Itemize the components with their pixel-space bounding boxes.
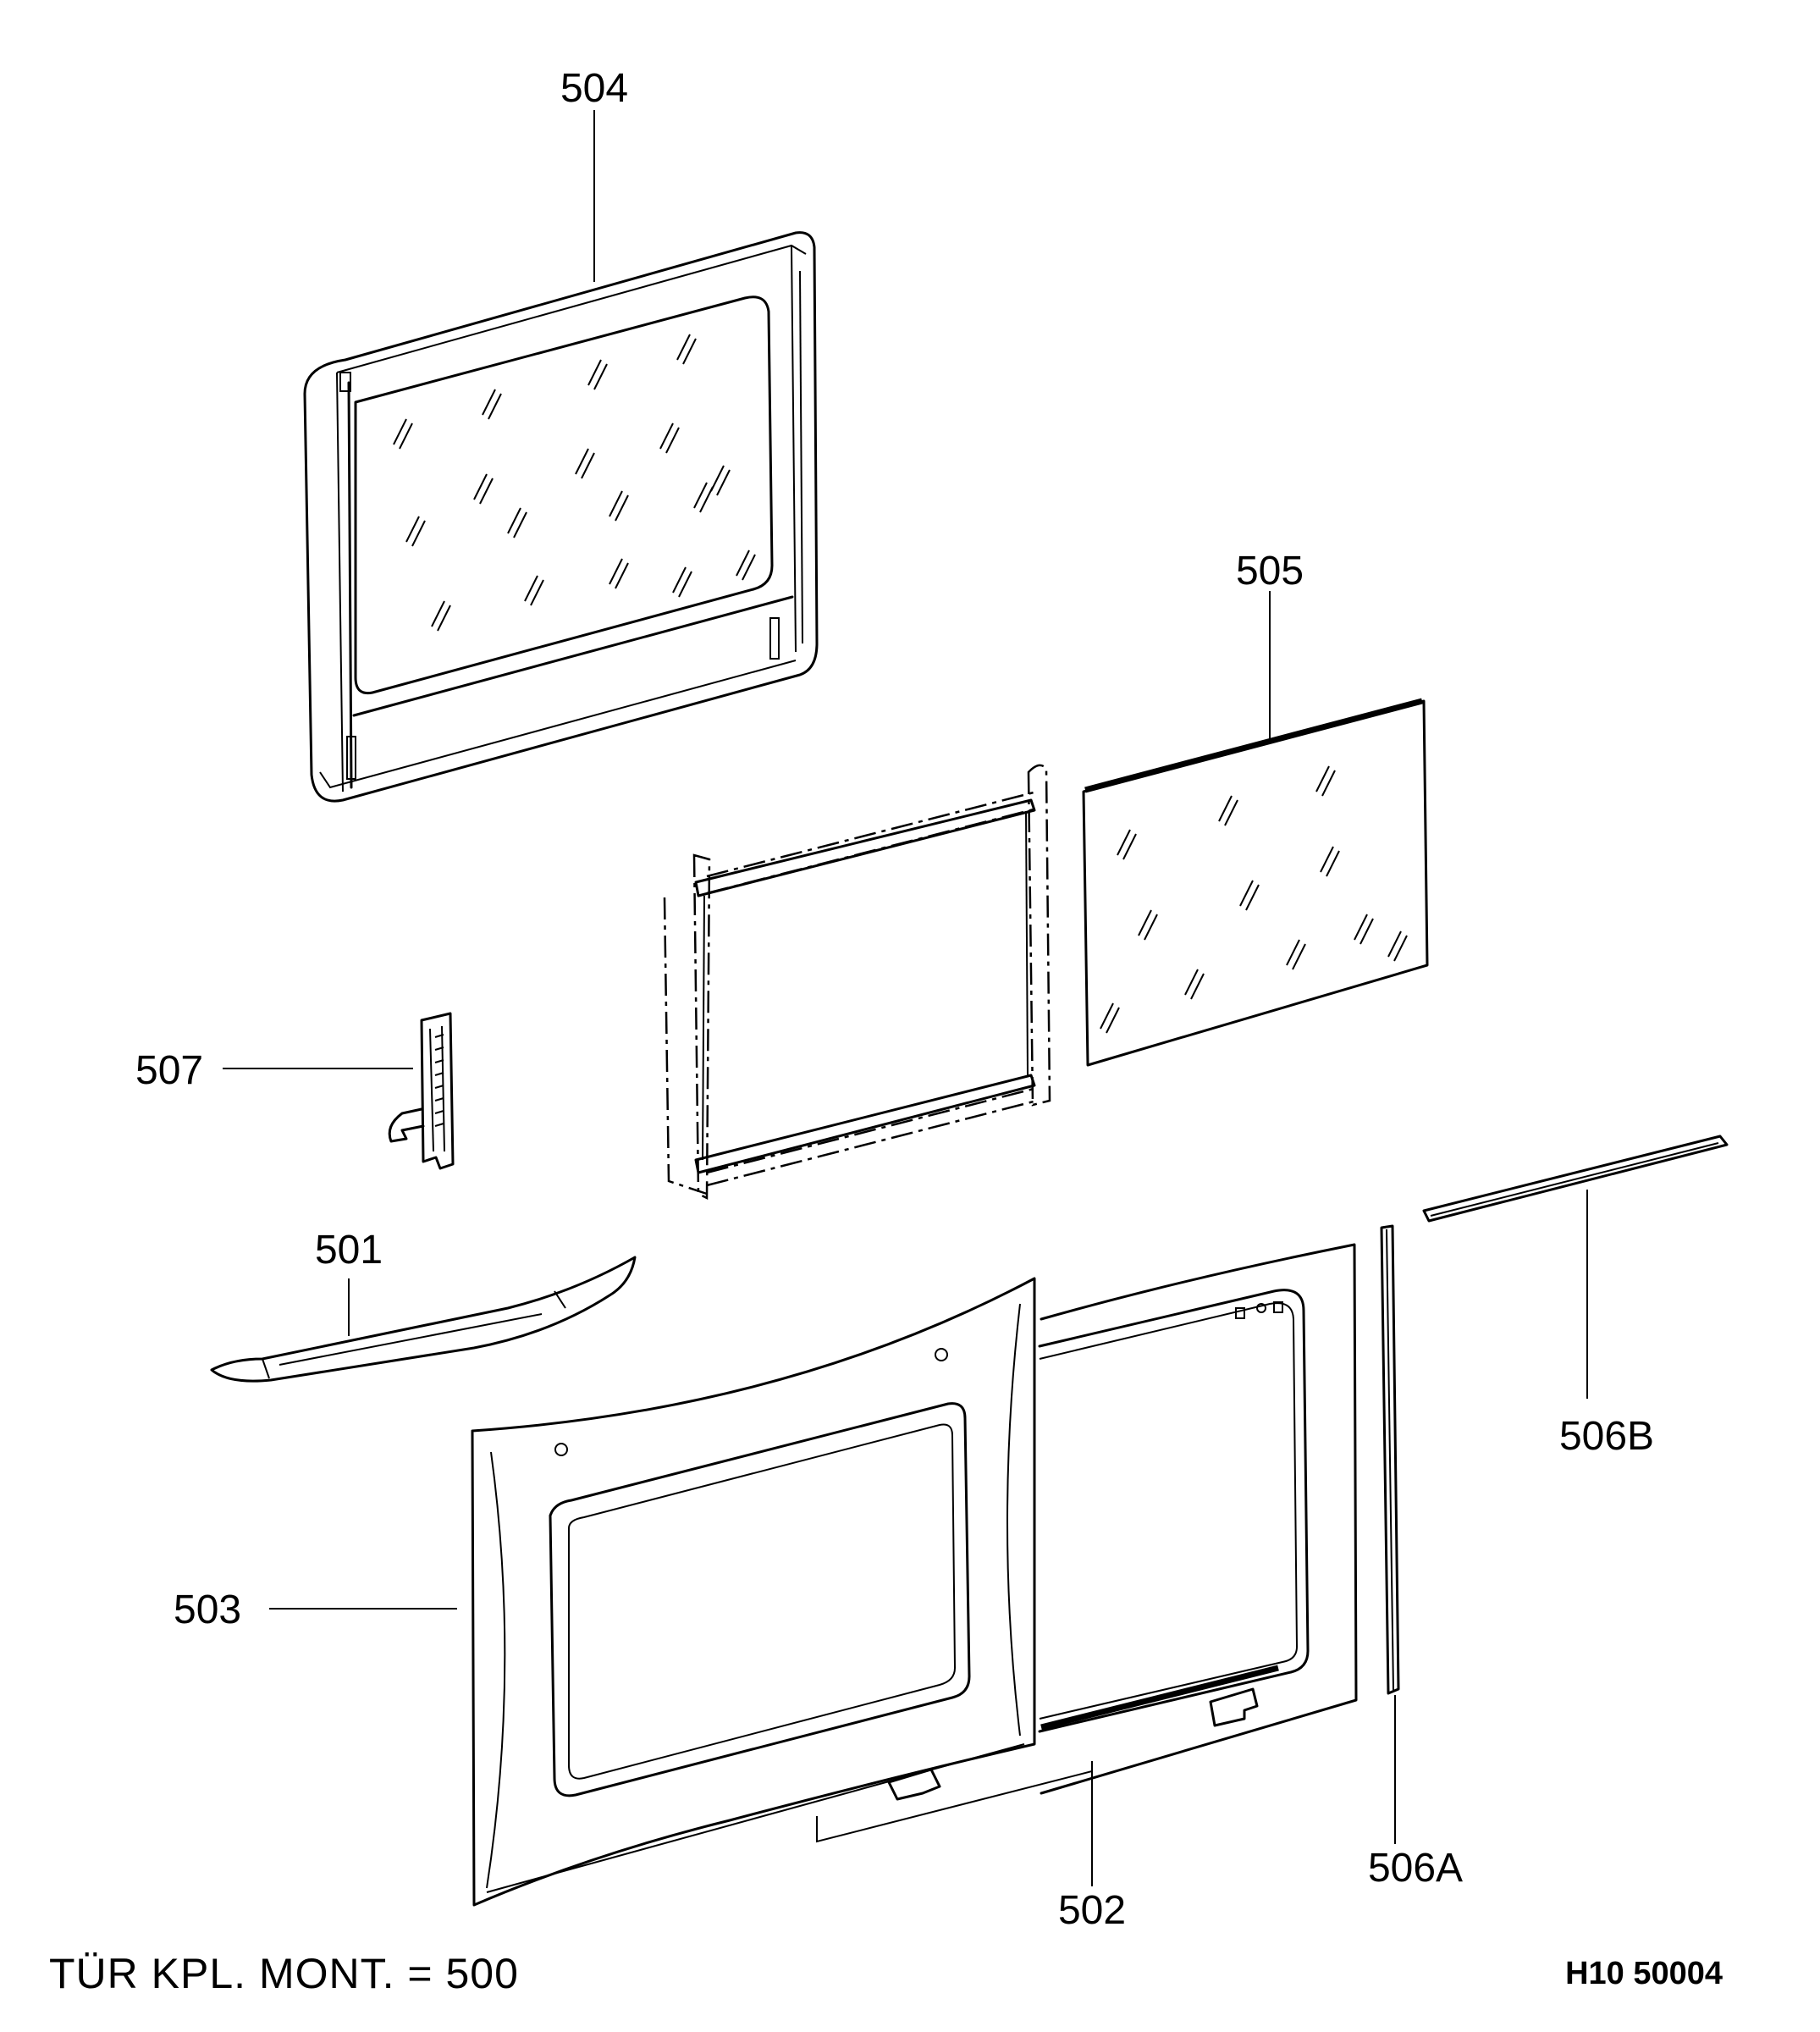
part-label-502: 502 [1058, 1888, 1126, 1933]
part-label-505: 505 [1236, 549, 1304, 594]
part-504-inner-glass-frame [303, 231, 819, 803]
part-505-glass-pane [1082, 698, 1429, 1067]
drawing-number: H10 50004 [1565, 1956, 1723, 1991]
part-label-504: 504 [560, 66, 628, 111]
part-label-503: 503 [174, 1588, 241, 1632]
part-506b-top-seal [1422, 1135, 1729, 1223]
part-501-handle [210, 1256, 637, 1383]
part-label-506b: 506B [1559, 1414, 1654, 1459]
part-502-inner-panel [816, 1243, 1358, 1843]
part-label-506a: 506A [1368, 1846, 1463, 1891]
part-506a-side-seal [1380, 1224, 1400, 1695]
part-503-outer-door-panel [471, 1277, 1036, 1907]
glass-holder-frame [663, 764, 1051, 1201]
assembly-note: TÜR KPL. MONT. = 500 [49, 1950, 519, 1997]
part-label-507: 507 [135, 1048, 203, 1093]
part-507-hinge [388, 1012, 455, 1170]
part-label-501: 501 [315, 1228, 383, 1273]
